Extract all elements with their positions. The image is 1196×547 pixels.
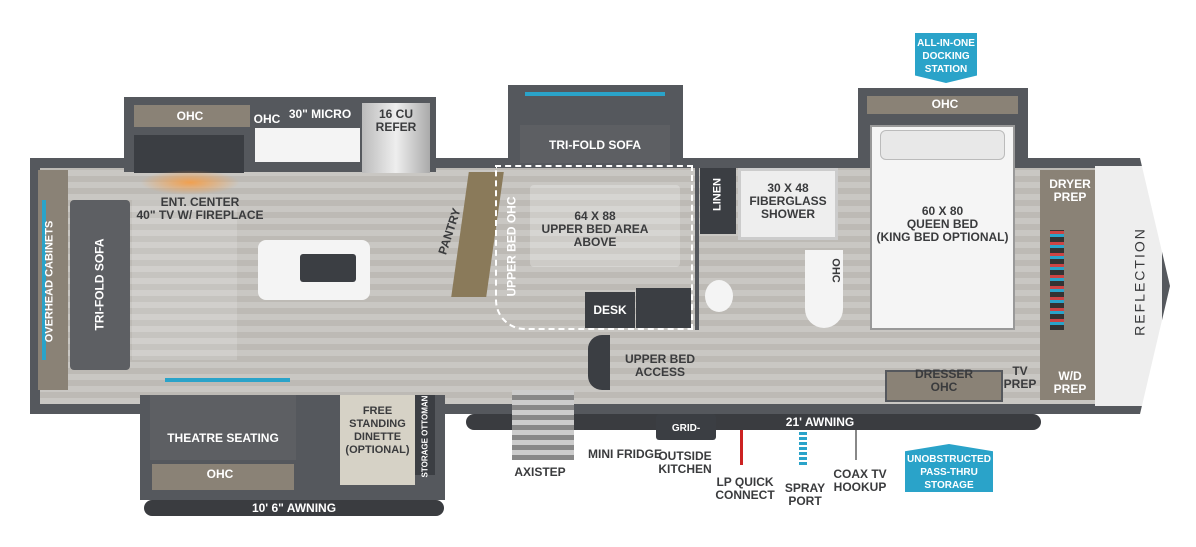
light-strip-left	[42, 200, 46, 360]
bath-sink	[805, 250, 843, 328]
pass-thru-storage-badge	[905, 444, 993, 492]
label-overhead-cabinets: OVERHEAD CABINETS	[43, 220, 56, 343]
label-theatre-seating: THEATRE SEATING	[167, 431, 279, 445]
label-ohc-theatre: OHC	[206, 467, 234, 481]
label-tv-prep: TV PREP	[1003, 364, 1037, 391]
label-grid: GRID-	[671, 423, 701, 434]
label-mini-fridge: MINI FRIDGE	[588, 447, 662, 461]
label-ohc-bed: OHC	[931, 97, 959, 111]
label-ohc-bath: OHC	[829, 258, 842, 283]
sink-icon	[300, 254, 356, 282]
label-desk: DESK	[593, 303, 627, 317]
label-ent-center: ENT. CENTER 40" TV w/ FIREPLACE	[136, 195, 264, 222]
toilet	[705, 280, 733, 312]
axistep	[512, 390, 574, 460]
bed-pillows	[880, 130, 1005, 160]
rug	[132, 200, 237, 360]
kitchen-counter	[255, 128, 360, 162]
label-wd-prep: W/D PREP	[1053, 369, 1087, 396]
label-axistep: AXISTEP	[514, 465, 566, 479]
refrigerator	[362, 103, 430, 173]
label-ohc-living: OHC	[176, 109, 204, 123]
ohc-theatre	[150, 462, 296, 492]
label-upper-bed-access: UPPER BED ACCESS	[624, 352, 695, 379]
label-brand: REFLECTION	[1131, 227, 1148, 336]
closet-front	[1040, 170, 1095, 400]
awning-left: 10' 6" AWNING	[144, 500, 444, 516]
storage-ottoman	[415, 395, 435, 475]
label-spray-port: SPRAY PORT	[784, 481, 826, 508]
bath-wall	[695, 165, 699, 330]
ohc-cabinet	[132, 103, 252, 129]
linen-closet	[700, 168, 736, 234]
label-upper-bed-area: 64 x 88 UPPER BED AREA ABOVE	[541, 209, 649, 249]
upper-bed-area	[495, 165, 693, 330]
light-strip-theatre	[165, 378, 290, 382]
label-micro: 30" MICRO	[288, 107, 352, 121]
label-shower: 30 x 48 FIBERGLASS SHOWER	[749, 181, 827, 221]
label-storage-ottoman: STORAGE OTTOMAN	[420, 395, 430, 478]
label-dresser: DRESSER OHC	[914, 367, 973, 394]
awning-right-label: 21' AWNING	[785, 415, 855, 429]
label-dryer-prep: DRYER PREP	[1049, 177, 1091, 204]
label-queen-bed: 60 x 80 QUEEN BED (KING BED OPTIONAL)	[876, 204, 1009, 244]
theatre-seating	[150, 395, 296, 460]
coax-icon	[855, 430, 857, 460]
shower	[738, 168, 838, 240]
docking-station-badge	[915, 33, 977, 83]
desk-shelf	[636, 288, 691, 328]
trifold-sofa-left	[70, 200, 130, 370]
outside-kitchen-grill	[656, 414, 716, 440]
upper-bed-mattress	[530, 185, 680, 267]
label-dinette: FREE STANDING DINETTE (OPTIONAL)	[345, 405, 410, 456]
label-trifold-sofa-mid: TRI-FOLD SOFA	[549, 138, 641, 152]
label-docking-station: ALL-IN-ONE DOCKING STATION	[917, 38, 975, 75]
awning-right-bar	[466, 414, 1041, 430]
label-coax-tv-hookup: COAX TV HOOKUP	[833, 467, 887, 494]
label-upper-bed-ohc: UPPER BED OHC	[504, 196, 519, 297]
label-refer: 16 CU REFER	[375, 107, 417, 134]
label-pass-thru-storage: UNOBSTRUCTED PASS-THRU STORAGE	[907, 454, 991, 491]
label-ohc-small: OHC	[253, 112, 281, 126]
lp-quick-connect-icon	[740, 430, 743, 465]
trifold-sofa-mid	[520, 125, 670, 163]
label-outside-kitchen: OUTSIDE KITCHEN	[658, 449, 712, 476]
label-linen: LINEN	[711, 178, 724, 211]
spray-port-icon	[799, 430, 807, 465]
stairs	[588, 335, 610, 390]
light-strip-mid	[525, 92, 665, 96]
ohc-bed	[865, 94, 1020, 116]
dresser	[885, 370, 1003, 402]
entertainment-center	[134, 135, 244, 173]
dinette	[340, 395, 415, 485]
desk	[585, 292, 635, 328]
closet-clothes	[1050, 230, 1064, 330]
label-lp-quick-connect: LP QUICK CONNECT	[715, 475, 775, 502]
fireplace-glow	[140, 170, 240, 195]
label-trifold-sofa-left: TRI-FOLD SOFA	[92, 238, 107, 331]
